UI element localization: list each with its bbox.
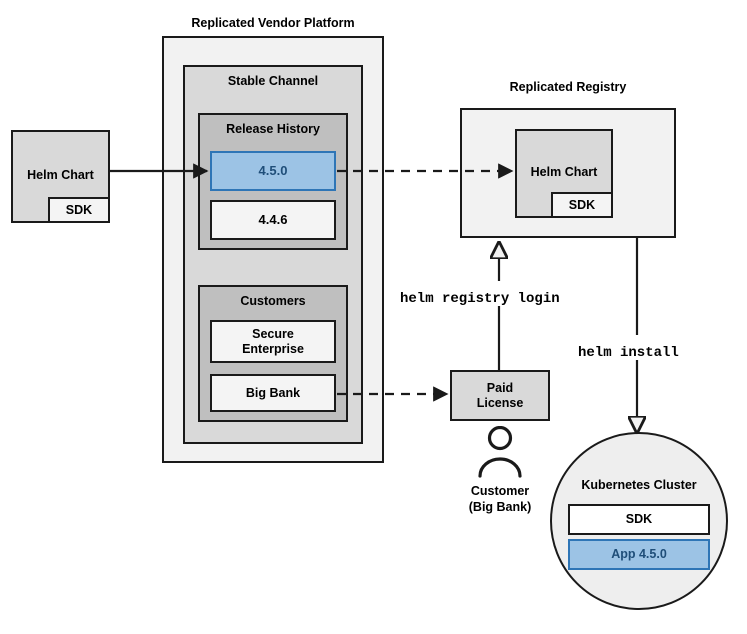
customer-actor-label-line2: (Big Bank) [468,499,532,514]
customers-title: Customers [240,294,306,308]
paid-license-node[interactable]: Paid License [450,370,550,421]
cluster-app-node[interactable]: App 4.5.0 [568,539,710,570]
customer-big-bank-node[interactable]: Big Bank [210,374,336,412]
stable-channel-title: Stable Channel [227,74,319,88]
source-helm-chart-label: Helm Chart [27,168,94,182]
helm-registry-login-label: helm registry login [400,291,560,307]
cluster-app-label: App 4.5.0 [611,547,667,562]
source-sdk-label: SDK [65,202,93,217]
paid-license-label-line2: License [476,395,524,410]
release-4-5-0-node[interactable]: 4.5.0 [210,151,336,191]
paid-license-label-line1: Paid [486,380,514,395]
customer-secure-enterprise-node[interactable]: Secure Enterprise [210,320,336,363]
customer-person-icon [478,426,522,478]
registry-helm-chart-label: Helm Chart [530,165,598,179]
cluster-sdk-label: SDK [625,512,653,527]
release-4-5-0-label: 4.5.0 [258,163,288,179]
customer-big-bank-label: Big Bank [245,385,301,400]
kubernetes-cluster-title: Kubernetes Cluster [581,478,697,492]
source-sdk-node[interactable]: SDK [48,197,110,223]
customer-secure-enterprise-label-line1: Secure [252,326,294,341]
registry-title: Replicated Registry [509,80,627,94]
vendor-platform-title: Replicated Vendor Platform [191,16,355,30]
customer-actor-label-line1: Customer [470,484,530,498]
customer-actor-label: Customer (Big Bank) [440,484,560,515]
release-history-title: Release History [226,122,320,136]
registry-sdk-label: SDK [568,197,596,212]
customer-secure-enterprise-label-line2: Enterprise [242,341,304,356]
release-4-4-6-node[interactable]: 4.4.6 [210,200,336,240]
registry-sdk-node[interactable]: SDK [551,192,613,218]
release-4-4-6-label: 4.4.6 [258,212,288,228]
helm-install-label: helm install [578,345,679,361]
cluster-sdk-node[interactable]: SDK [568,504,710,535]
